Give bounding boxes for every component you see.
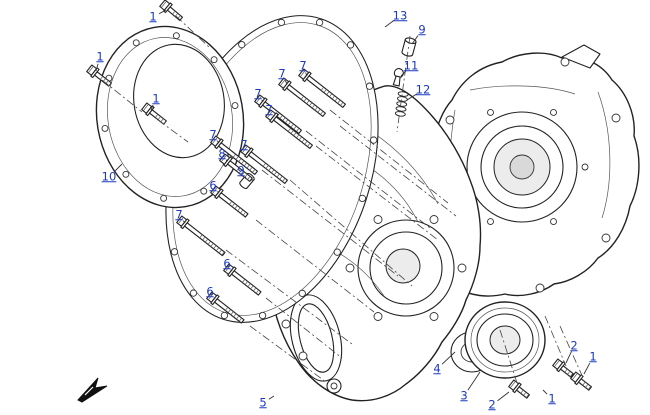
bolt-icon — [278, 77, 326, 118]
orientation-arrow-icon — [77, 377, 108, 403]
part-label-8[interactable]: 8 — [218, 146, 226, 161]
bolt-icon — [223, 263, 262, 296]
bolt-icon — [176, 215, 226, 257]
part-label-7[interactable]: 7 — [265, 102, 273, 117]
part-label-2[interactable]: 2 — [570, 338, 578, 353]
part-label-7[interactable]: 7 — [175, 207, 183, 222]
part-label-7[interactable]: 7 — [209, 127, 217, 142]
part-label-1[interactable]: 1 — [149, 9, 157, 24]
part-label-2[interactable]: 2 — [488, 397, 496, 412]
part-label-7[interactable]: 7 — [278, 66, 286, 81]
part-label-7[interactable]: 7 — [240, 137, 248, 152]
part-label-1[interactable]: 1 — [548, 391, 556, 406]
part-label-7[interactable]: 7 — [299, 58, 307, 73]
part-label-6[interactable]: 6 — [223, 256, 231, 271]
dowel-pin-top — [401, 37, 417, 57]
part-label-5[interactable]: 5 — [259, 395, 267, 410]
part-label-9[interactable]: 9 — [237, 163, 245, 178]
part-label-7[interactable]: 7 — [254, 86, 262, 101]
casting-bracket — [561, 44, 601, 69]
bolt-icon — [240, 144, 288, 185]
part-label-11[interactable]: 11 — [403, 58, 419, 73]
part-label-6[interactable]: 6 — [206, 284, 214, 299]
part-label-6[interactable]: 6 — [209, 178, 217, 193]
bearing-assembly — [450, 301, 546, 379]
leader-lines — [95, 9, 591, 402]
bolt-icon — [219, 153, 253, 182]
part-label-10[interactable]: 10 — [101, 169, 117, 184]
bolt-icon — [210, 135, 258, 176]
bolt-icon — [206, 291, 245, 324]
bolt-icon — [552, 358, 574, 378]
part-label-13[interactable]: 13 — [392, 8, 408, 23]
part-label-3[interactable]: 3 — [460, 388, 468, 403]
part-label-12[interactable]: 12 — [415, 82, 431, 97]
part-label-1[interactable]: 1 — [589, 349, 597, 364]
bolt-icon — [86, 64, 112, 87]
bolt-icon — [508, 379, 530, 399]
bolt-icon — [265, 109, 313, 150]
part-label-4[interactable]: 4 — [433, 361, 441, 376]
part-label-1[interactable]: 1 — [152, 91, 160, 106]
part-label-1[interactable]: 1 — [96, 49, 104, 64]
part-label-9[interactable]: 9 — [418, 22, 426, 37]
bolt-icon — [298, 68, 346, 109]
bolt-set — [86, 0, 592, 399]
outer-cover-plate — [95, 25, 245, 209]
assembly-guide-lines — [101, 15, 585, 387]
bolt-icon — [210, 185, 249, 218]
bolt-icon — [254, 94, 302, 135]
